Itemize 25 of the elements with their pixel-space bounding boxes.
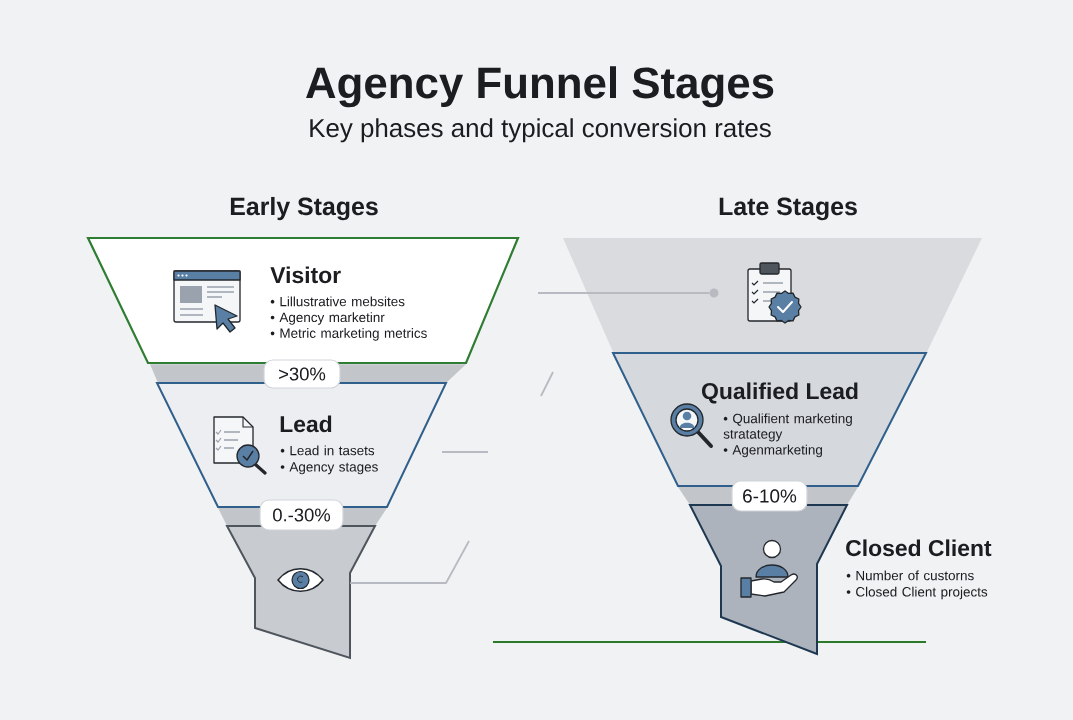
stage-title: Closed Client xyxy=(846,539,992,557)
funnel-spout xyxy=(678,487,992,656)
bullet-item: • Agency marketinr xyxy=(270,312,385,325)
bullet-item: • Agenmarketing xyxy=(723,444,822,458)
bullet-item: • Agency stages xyxy=(280,462,378,475)
stage-title: Lead xyxy=(280,415,332,433)
stage-title: Qualified Lead xyxy=(702,382,858,404)
funnel-stage xyxy=(150,364,466,508)
subtitle: Key phases and typical conversion rates xyxy=(310,118,771,143)
bullet-item: • Qualifient marketing stratategy xyxy=(723,413,852,442)
leader-line xyxy=(349,540,470,584)
column-heading: Late Stages xyxy=(719,197,857,221)
bullet-item: • Lillustrative mebsites xyxy=(270,296,405,307)
page-title: Agency Funnel Stages xyxy=(306,66,774,108)
funnel-stage xyxy=(86,236,520,365)
stage-title: Visitor xyxy=(270,266,341,284)
rate-badge: 0.-30% xyxy=(259,499,344,531)
funnel-stage xyxy=(563,238,982,352)
bullet-item: • Lead in tasets xyxy=(280,445,375,456)
rate-badge: 6-10% xyxy=(731,480,808,512)
leader-line xyxy=(537,292,711,294)
bullet-item: • Metric marketing metrics xyxy=(270,328,427,341)
rate-badge: >30% xyxy=(263,359,341,389)
bullet-item: • Number of custorns xyxy=(846,570,974,581)
bullet-item: • Closed Client projects xyxy=(846,586,988,600)
